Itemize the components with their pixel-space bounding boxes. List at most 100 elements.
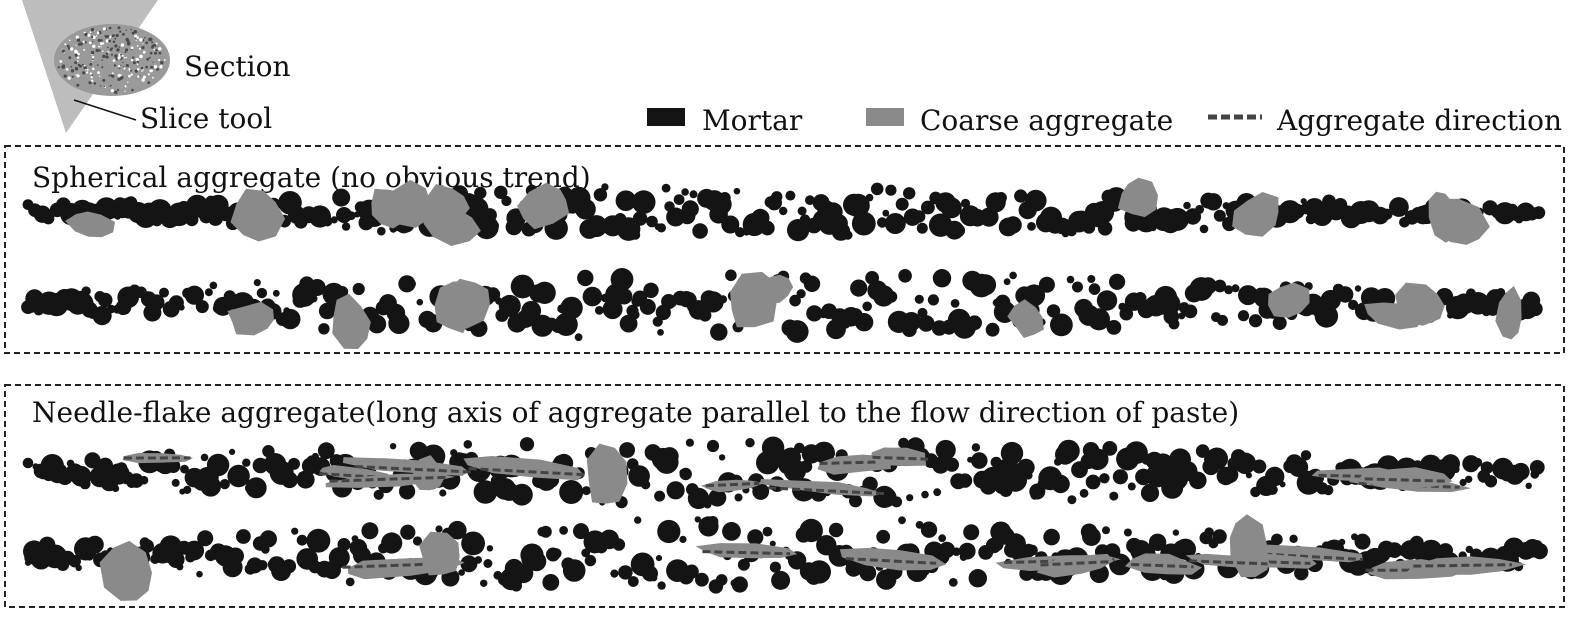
mortar-particle <box>1099 473 1110 484</box>
mortar-particle <box>581 486 591 496</box>
mortar-particle <box>483 559 493 568</box>
section-speckle <box>107 46 109 49</box>
mortar-particle <box>1480 461 1494 475</box>
mortar-particle <box>1300 450 1312 461</box>
mortar-particle <box>640 480 651 490</box>
section-speckle <box>155 49 158 52</box>
section-speckle <box>141 70 143 72</box>
mortar-particle <box>1338 538 1346 546</box>
section-speckle <box>132 61 136 65</box>
section-speckle <box>70 66 72 68</box>
section-speckle <box>119 74 122 77</box>
section-speckle <box>125 29 128 31</box>
panel-needle-flake: Needle-flake aggregate(long axis of aggr… <box>4 384 1565 608</box>
mortar-particle <box>1300 198 1307 205</box>
section-speckle <box>121 54 124 57</box>
coarse-aggregate-particle <box>332 293 371 349</box>
mortar-particle <box>1265 466 1285 487</box>
coarse-aggregate-particle <box>1268 282 1310 318</box>
mortar-particle <box>257 560 268 571</box>
section-speckle <box>119 75 124 80</box>
mortar-particle <box>1204 193 1223 211</box>
section-speckle <box>90 76 93 79</box>
section-speckle <box>158 58 161 62</box>
mortar-particle <box>139 475 149 485</box>
mortar-particle <box>1532 206 1546 220</box>
section-speckle <box>82 40 85 44</box>
mortar-particle <box>559 480 584 504</box>
legend-direction-label: Aggregate direction <box>1276 104 1562 137</box>
mortar-particle <box>846 193 870 218</box>
section-speckle <box>145 41 149 45</box>
mortar-particle <box>920 521 938 538</box>
mortar-particle <box>715 574 728 586</box>
section-speckle <box>74 61 78 65</box>
mortar-particle <box>377 226 386 236</box>
aggregate-direction-line <box>468 467 585 477</box>
section-speckle <box>134 34 138 38</box>
section-speckle <box>114 34 116 36</box>
section-speckle <box>82 71 86 75</box>
mortar-particle <box>1213 209 1226 222</box>
slice-tool-leader-line <box>73 99 137 121</box>
mortar-particle <box>725 269 737 282</box>
mortar-particle <box>913 210 926 223</box>
mortar-particle <box>161 200 169 208</box>
section-speckle <box>111 34 115 38</box>
mortar-particle <box>1172 529 1180 536</box>
coarse-aggregate-particle <box>695 543 798 559</box>
mortar-particle <box>967 315 982 331</box>
mortar-particle <box>828 522 844 538</box>
mortar-particle <box>389 443 397 450</box>
mortar-particle <box>97 457 114 473</box>
mortar-particle <box>1195 204 1205 214</box>
mortar-particle <box>762 526 773 537</box>
section-speckle <box>126 41 131 46</box>
mortar-particle <box>805 195 815 206</box>
mortar-particle <box>219 479 230 490</box>
mortar-particle <box>898 269 912 283</box>
mortar-particle <box>281 559 297 574</box>
section-speckle <box>125 56 127 59</box>
mortar-particle <box>337 538 351 551</box>
section-speckle <box>101 50 104 52</box>
mortar-particle <box>708 488 727 507</box>
mortar-particle <box>661 183 671 193</box>
section-speckle <box>84 41 87 44</box>
mortar-particle <box>898 516 906 525</box>
mortar-particle <box>330 216 338 224</box>
mortar-particle <box>209 281 218 290</box>
section-speckle <box>70 47 74 51</box>
mortar-particle <box>803 275 821 292</box>
section-speckle <box>136 63 139 65</box>
section-speckle <box>90 28 95 32</box>
panel-spherical: Spherical aggregate (no obvious trend) <box>4 145 1565 354</box>
mortar-particle <box>850 279 868 297</box>
section-speckle <box>66 44 70 48</box>
mortar-particle <box>854 313 874 332</box>
mortar-particle <box>634 516 642 524</box>
mortar-particle <box>353 546 371 565</box>
mortar-particle <box>1079 488 1089 498</box>
mortar-particle <box>332 188 351 207</box>
section-speckle <box>104 35 108 39</box>
mortar-particle <box>412 536 423 546</box>
section-speckle <box>102 27 107 31</box>
mortar-particle <box>521 300 542 321</box>
section-speckle <box>102 54 106 59</box>
mortar-particle <box>794 442 805 454</box>
mortar-particle <box>306 528 331 553</box>
section-speckle <box>135 37 137 39</box>
section-speckle <box>108 26 112 30</box>
mortar-particle <box>685 438 695 447</box>
section-speckle <box>83 48 86 51</box>
section-speckle <box>76 74 80 78</box>
mortar-particle <box>86 535 104 554</box>
mortar-particle <box>1046 304 1061 318</box>
mortar-particle <box>616 288 633 305</box>
mortar-particle <box>710 323 728 341</box>
mortar-particle <box>510 580 522 592</box>
mortar-particle <box>577 269 594 287</box>
mortar-particle <box>1525 482 1532 489</box>
